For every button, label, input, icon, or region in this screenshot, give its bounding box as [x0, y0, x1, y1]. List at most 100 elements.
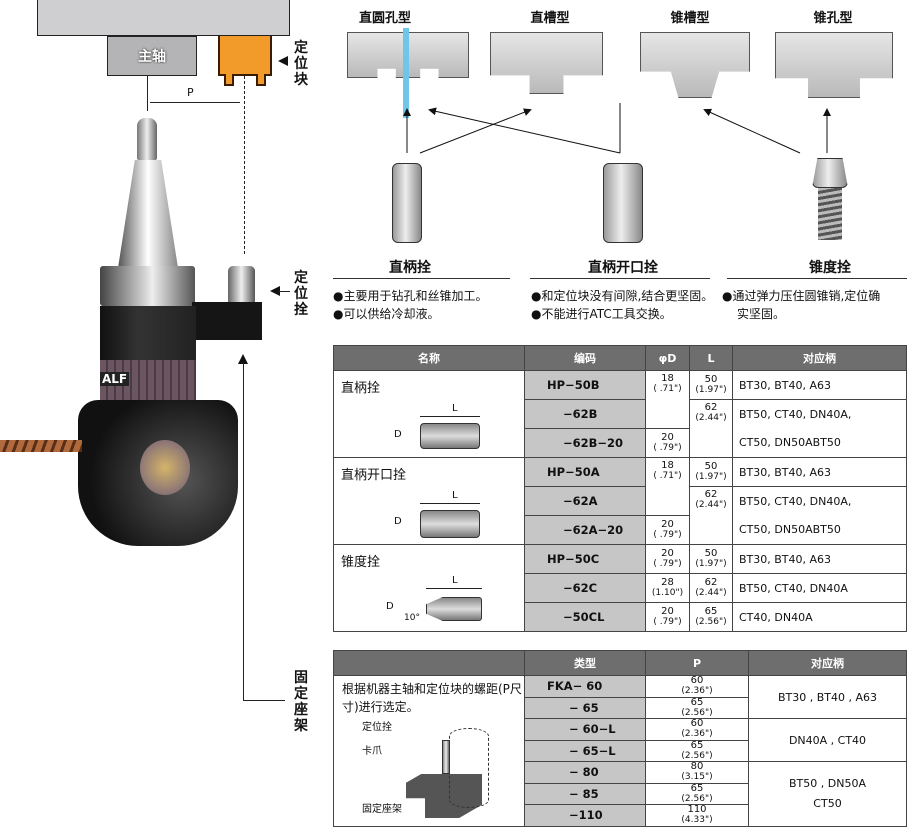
- fit-cell: BT30, BT40, A63: [732, 370, 907, 400]
- pin-type-split: 直柄开口拴: [588, 260, 658, 276]
- table-row: 锥度拴 L D 10° HP−50C 20( .79") 50(1.97") B…: [333, 544, 907, 632]
- l-cell: 62(2.44"): [689, 573, 733, 603]
- table-header: 类型 P 对应柄: [333, 650, 907, 676]
- table-row: − 85 65(2.56"): [334, 782, 907, 805]
- note-cell: 根据机器主轴和定位块的螺距(P尺寸)进行选定。 定位拴 卡爪 固定座架: [333, 675, 525, 827]
- code-cell: HP−50C: [524, 544, 646, 574]
- fit-cell: BT30 , BT40 , A63: [748, 675, 907, 719]
- fit-cell: BT50, CT40, DN40A,: [732, 486, 907, 516]
- pin-type-straight: 直柄拴: [389, 260, 431, 276]
- dim-l: L: [452, 575, 458, 586]
- type-cell: −110: [524, 804, 646, 827]
- pin-type-taper: 锥度拴: [809, 260, 851, 276]
- table-row: −50CL 20( .79") 65(2.56") CT40, DN40A: [334, 602, 907, 632]
- fit-cell: BT30, BT40, A63: [732, 544, 907, 574]
- type-cell: − 60−L: [524, 718, 646, 741]
- l-cell: 62(2.44"): [689, 486, 733, 545]
- table-header: 名称 编码 φD L 对应柄: [333, 345, 907, 371]
- locator-block-tooth: [224, 74, 234, 86]
- code-cell: −62C: [524, 573, 646, 603]
- mating-arrows: [403, 103, 831, 154]
- fit-cell: DN40A , CT40: [748, 718, 907, 762]
- arrow-icon: [419, 108, 532, 154]
- block-straight-slot: [490, 32, 603, 94]
- bullet: ●不能进行ATC工具交换。: [531, 307, 672, 321]
- l-cell: 62(2.44"): [689, 399, 733, 458]
- p-cell: 60(2.36"): [645, 675, 749, 698]
- d-cell: 28(1.10"): [645, 573, 690, 603]
- group-name: 直柄开口拴: [341, 468, 407, 483]
- fit-line: CT50: [813, 796, 842, 810]
- type-cell: − 85: [524, 782, 646, 805]
- split-pin-image: [603, 163, 643, 243]
- table-row: −62B 62(2.44") BT50, CT40, DN40A,: [334, 399, 907, 458]
- group-cell: 锥度拴 L D 10°: [333, 544, 525, 632]
- header-fit: 对应柄: [732, 345, 907, 371]
- table-row: −62A 62(2.44") BT50, CT40, DN40A,: [334, 486, 907, 545]
- bullet: ●主要用于钻孔和丝锥加工。: [333, 289, 488, 303]
- hole-type-taper-slot: 锥槽型: [670, 11, 710, 26]
- block-taper-hole: [775, 32, 893, 98]
- code-cell: −62A−20: [524, 515, 646, 545]
- locator-block: [218, 36, 272, 76]
- group-name: 直柄拴: [341, 381, 381, 396]
- fit-cell: BT30, BT40, A63: [732, 457, 907, 487]
- coolant-stream: [403, 28, 409, 118]
- bracket-leader: [243, 700, 285, 701]
- p-cell: 65(2.56"): [645, 696, 749, 719]
- fit-cell: BT50, CT40, DN40A,: [732, 399, 907, 429]
- taper-pin-image: [812, 158, 848, 188]
- dim-l-line: [426, 588, 482, 589]
- locator-block-label: 定位块: [294, 40, 308, 88]
- dim-d: D: [386, 601, 394, 612]
- table-row: −62C 28(1.10") 62(2.44") BT50, CT40, DN4…: [334, 573, 907, 603]
- spindle-block: 主轴: [107, 36, 197, 76]
- table-row: −62B−20 20( .79") CT50, DN50ABT50: [334, 428, 907, 458]
- d-cell: 20( .79"): [645, 602, 690, 632]
- type-cell: − 65−L: [524, 739, 646, 762]
- hole-type-straight-slot: 直槽型: [530, 11, 570, 26]
- code-cell: −62A: [524, 486, 646, 516]
- spindle-label: 主轴: [138, 49, 166, 65]
- callout-jaw: 卡爪: [362, 746, 382, 757]
- code-cell: −62B−20: [524, 428, 646, 458]
- dim-l-line: [420, 416, 480, 417]
- p-cell: 65(2.56"): [645, 739, 749, 762]
- header-fit: 对应柄: [748, 650, 907, 676]
- gear-window: [140, 440, 190, 495]
- table-row: − 65−L 65(2.56"): [334, 739, 907, 762]
- taper-pin-spring: [818, 188, 842, 240]
- spindle-centerline: [147, 76, 148, 111]
- p-cell: 65(2.56"): [645, 782, 749, 805]
- p-cell: 80(3.15"): [645, 761, 749, 784]
- pull-stud: [137, 118, 157, 160]
- type-cell: FKA− 60: [524, 675, 646, 698]
- d-cell: 20( .79"): [645, 544, 690, 574]
- block-taper-slot: [640, 32, 750, 98]
- flange: [100, 266, 195, 306]
- p-cell: 60(2.36"): [645, 718, 749, 741]
- group-cell: 直柄开口拴 L D: [333, 457, 525, 545]
- header-p: P: [645, 650, 749, 676]
- pin-outline-drawing: [449, 728, 489, 808]
- dim-d: D: [394, 429, 402, 440]
- locator-centerline: [244, 76, 245, 254]
- table-row: 根据机器主轴和定位块的螺距(P尺寸)进行选定。 定位拴 卡爪 固定座架 FKA−…: [333, 675, 907, 827]
- locating-pin-label: 定位拴: [294, 270, 308, 318]
- p-dimension-line: [150, 102, 240, 103]
- l-cell: 50(1.97"): [689, 457, 733, 487]
- straight-pin-drawing: [420, 423, 480, 449]
- d-cell: 20( .79"): [645, 428, 690, 458]
- split-pin-drawing: [420, 510, 480, 538]
- divider: [530, 278, 710, 279]
- fit-line: BT50 , DN50A: [789, 776, 866, 790]
- machine-head: [37, 0, 290, 36]
- arrow-icon: [428, 107, 621, 154]
- d-cell: 18( .71"): [645, 370, 690, 429]
- l-cell: 65(2.56"): [689, 602, 733, 632]
- group-name: 锥度拴: [341, 555, 381, 570]
- dim-l: L: [452, 490, 458, 501]
- bullet: ●可以供给冷却液。: [333, 307, 440, 321]
- fixed-bracket-label: 固定座架: [294, 670, 308, 734]
- type-cell: − 80: [524, 761, 646, 784]
